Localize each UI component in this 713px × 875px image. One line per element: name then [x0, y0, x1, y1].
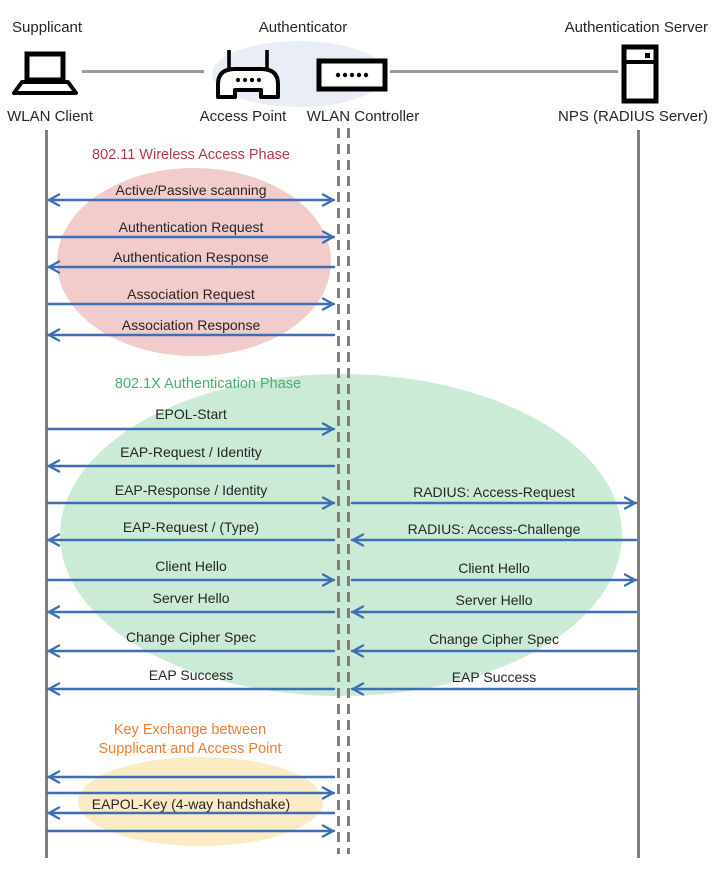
message-label: RADIUS: Access-Challenge: [407, 521, 581, 537]
message-arrow-right: [46, 786, 336, 800]
message-arrow-right: [350, 573, 638, 587]
message-arrow-left: [46, 682, 336, 696]
message-label: Active/Passive scanning: [115, 182, 267, 198]
message-arrow-left: [46, 260, 336, 274]
message-label: Change Cipher Spec: [429, 631, 559, 647]
message-arrow-left: [350, 644, 638, 658]
message-arrow-left: [350, 682, 638, 696]
message-arrow-right: [350, 496, 638, 510]
message-arrow-both: [46, 193, 336, 207]
message-arrow-right: [46, 297, 336, 311]
message-arrow-right: [46, 230, 336, 244]
message-label: EAP Success: [148, 667, 234, 683]
message-label: Authentication Response: [113, 249, 269, 265]
message-label: EAP-Response / Identity: [114, 482, 268, 498]
message-arrow-left: [46, 605, 336, 619]
message-arrow-left: [46, 533, 336, 547]
message-arrow-left: [46, 459, 336, 473]
role-label-authenticator: Authenticator: [258, 19, 348, 36]
message-arrow-right: [46, 422, 336, 436]
message-label: RADIUS: Access-Request: [413, 484, 575, 500]
role-label-authentication-server: Authentication Server: [564, 19, 708, 36]
message-arrow-right: [46, 824, 336, 838]
message-arrow-left: [46, 644, 336, 658]
device-label-wlan-client: WLAN Client: [7, 108, 93, 125]
laptop-icon: [12, 51, 78, 95]
access-point-icon: [216, 50, 280, 99]
lifeline-controller-dashed-2: [347, 128, 350, 854]
message-label: Server Hello: [152, 590, 230, 606]
role-label-supplicant: Supplicant: [12, 19, 83, 36]
message-arrow-left: [46, 770, 336, 784]
message-arrow-left: [350, 533, 638, 547]
lifeline-controller-dashed-1: [337, 128, 340, 854]
message-arrow-left: [46, 806, 336, 820]
wlan-controller-icon: [316, 58, 388, 92]
phase1-title: 802.11 Wireless Access Phase: [92, 147, 290, 163]
message-label: EAP-Request / (Type): [122, 519, 260, 535]
message-arrow-left: [350, 605, 638, 619]
message-label: Authentication Request: [118, 219, 264, 235]
message-label: Client Hello: [155, 558, 227, 574]
message-label: EAP-Request / Identity: [120, 444, 262, 460]
connector-line: [390, 70, 618, 73]
device-label-wlan-controller: WLAN Controller: [306, 108, 420, 125]
message-label: Association Response: [121, 317, 261, 333]
message-arrow-right: [46, 496, 336, 510]
message-label: Server Hello: [455, 592, 533, 608]
device-label-access-point: Access Point: [199, 108, 287, 125]
message-label: EAP Success: [451, 669, 537, 685]
phase3-title-line2: Supplicant and Access Point: [98, 741, 282, 757]
message-label: EAPOL-Key (4-way handshake): [91, 796, 291, 812]
message-label: Change Cipher Spec: [126, 629, 256, 645]
lifeline-wlan-client: [45, 130, 48, 858]
message-label: Association Request: [127, 286, 255, 302]
lifeline-radius-server: [637, 130, 640, 858]
connector-line: [82, 70, 204, 73]
device-label-nps-radius-server: NPS (RADIUS Server): [557, 108, 709, 125]
phase3-title-line1: Key Exchange between: [113, 722, 267, 738]
message-label: EPOL-Start: [155, 406, 227, 422]
phase2-title: 802.1X Authentication Phase: [114, 376, 302, 392]
message-label: Client Hello: [458, 560, 530, 576]
message-arrow-left: [46, 328, 336, 342]
server-icon: [621, 44, 659, 104]
phase2-ellipse: [60, 374, 622, 696]
message-arrow-right: [46, 573, 336, 587]
